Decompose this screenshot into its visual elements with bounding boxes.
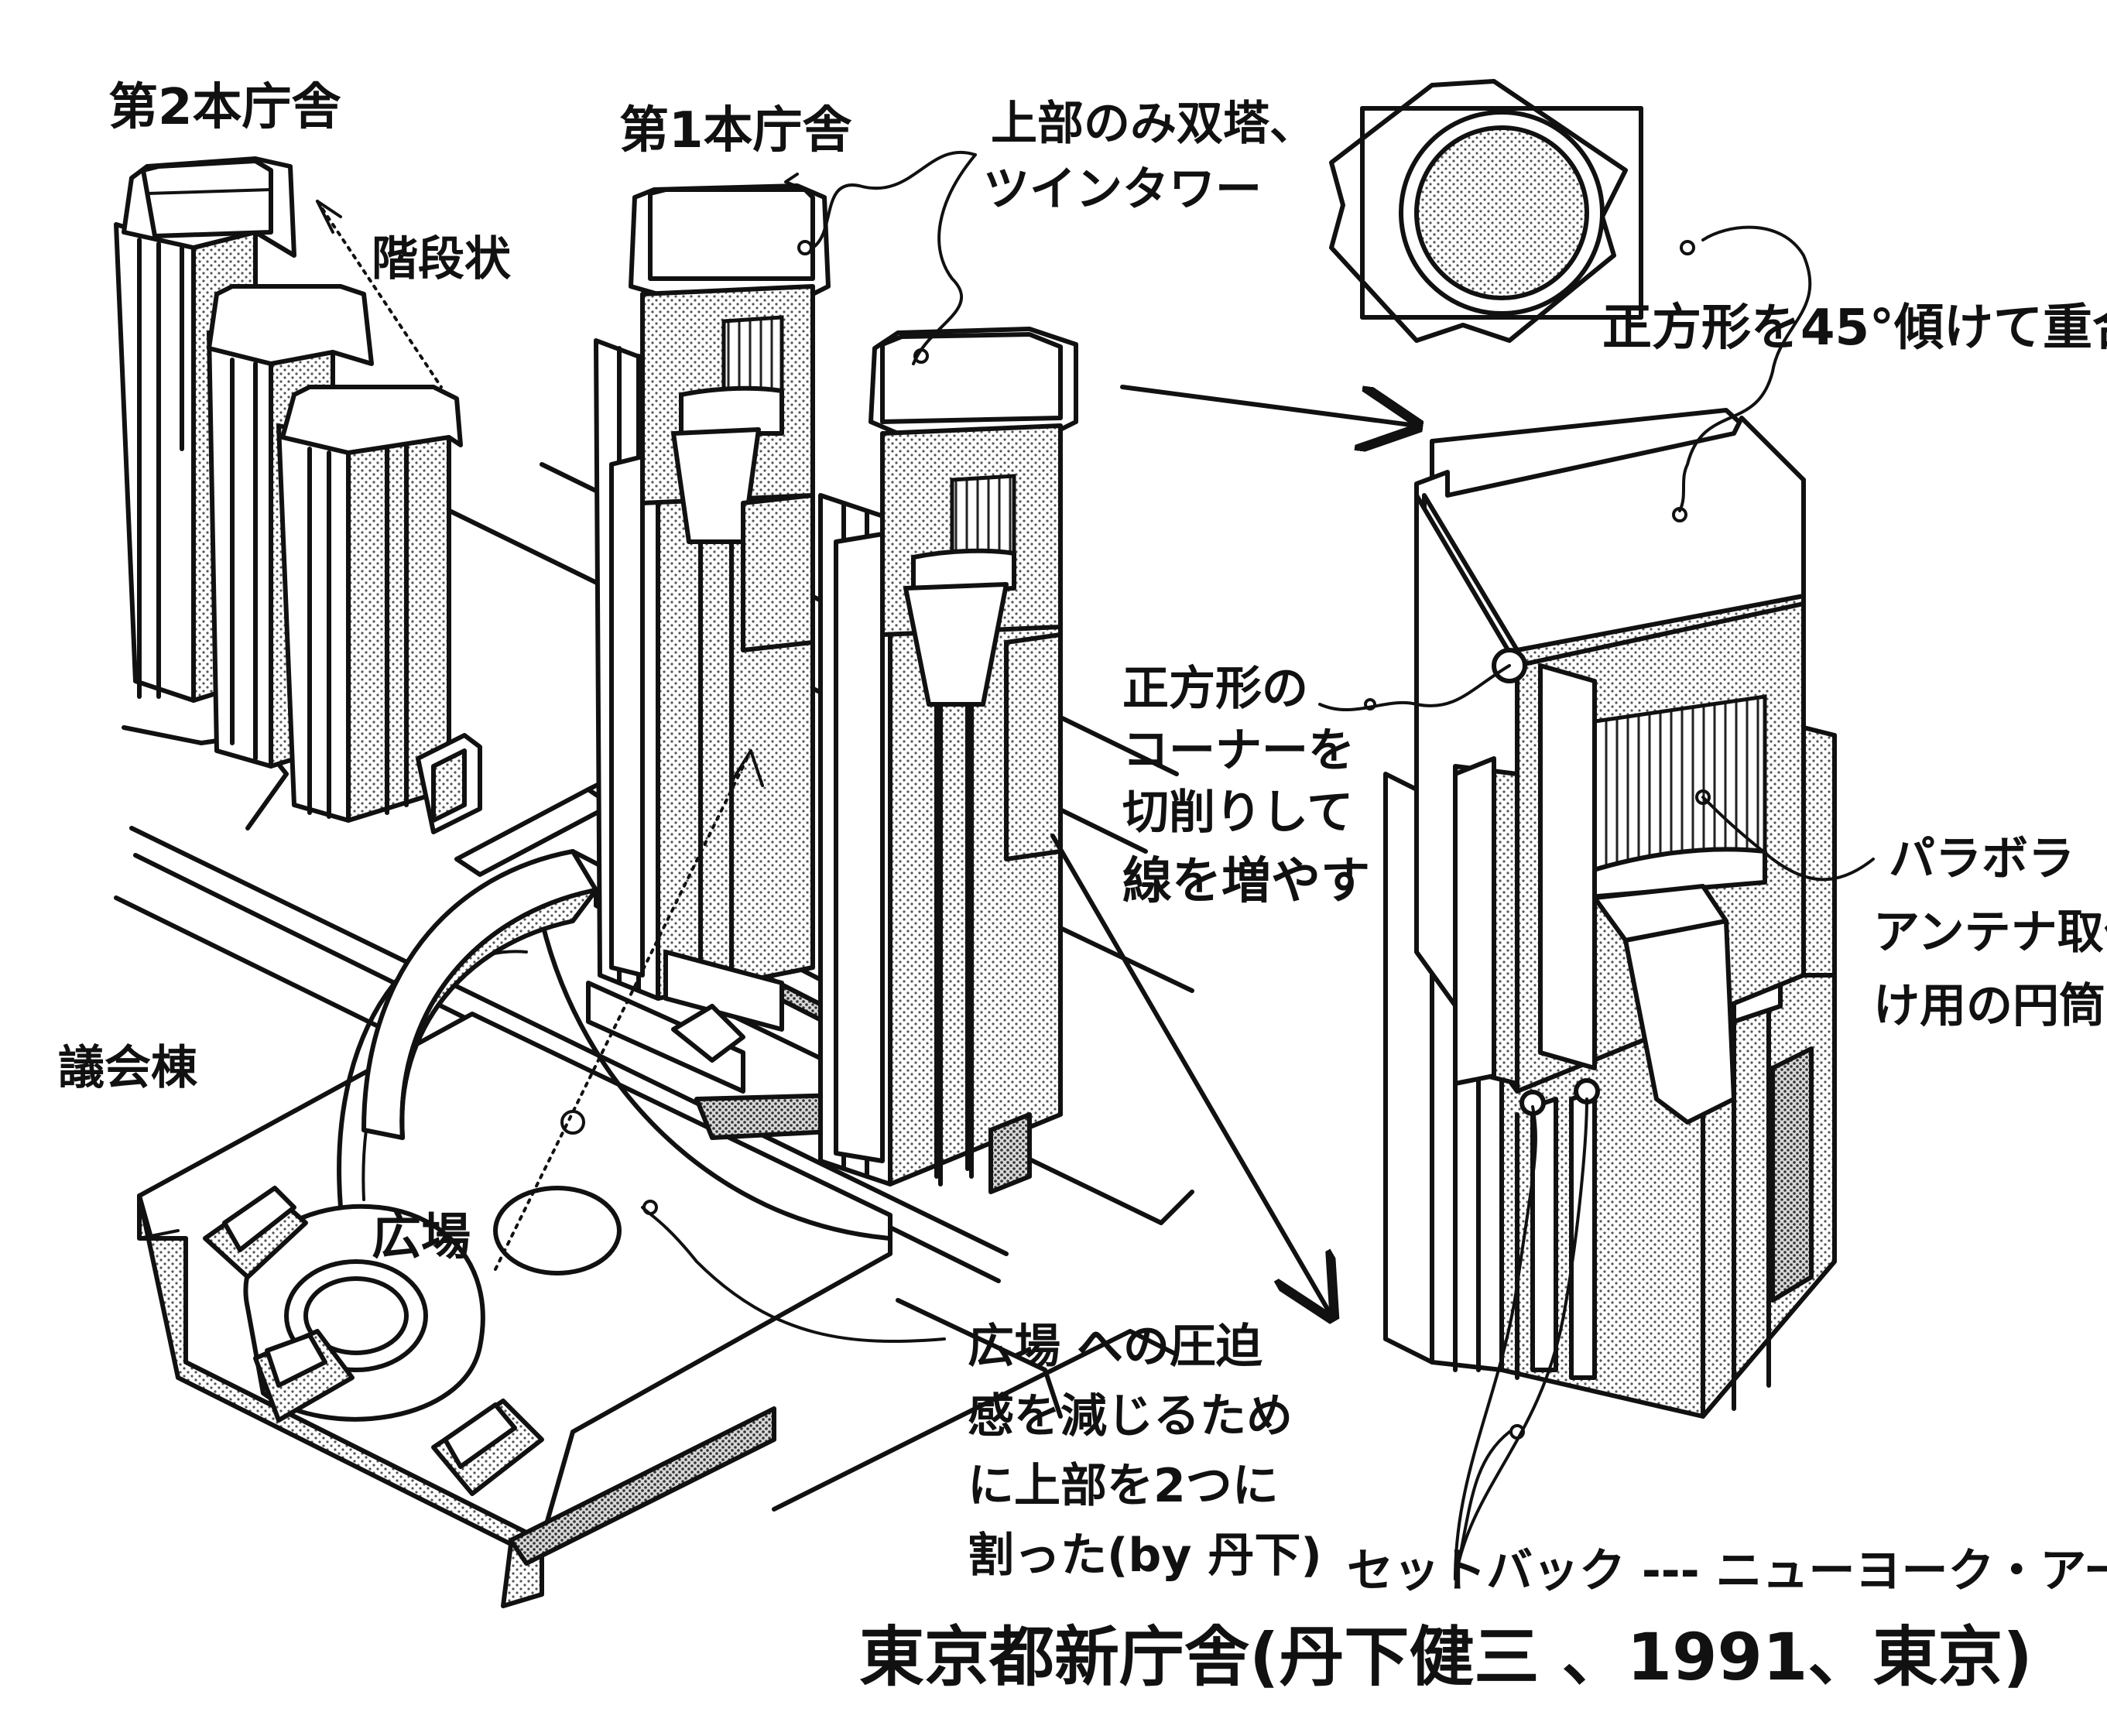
plan-diagram bbox=[1329, 79, 1643, 343]
label-stepped: 階段状 bbox=[372, 232, 512, 286]
label-square45: 正方形を45°傾けて重合 bbox=[1602, 300, 2107, 357]
label-plaza: 広場 bbox=[372, 1209, 471, 1266]
label-title: 東京都新庁舎(丹下健三 、1991、東京) bbox=[859, 1619, 2033, 1695]
label-parabola-line1: パラボラ bbox=[1889, 832, 2074, 886]
label-parabola-line3: け用の円筒 bbox=[1873, 979, 2105, 1033]
label-corner-line4: 線を増やす bbox=[1122, 853, 1370, 910]
first-tower bbox=[586, 173, 1078, 1194]
label-assembly: 議会棟 bbox=[58, 1041, 198, 1095]
second-tower bbox=[114, 156, 482, 834]
label-corner-line2: コーナーを bbox=[1122, 724, 1355, 778]
label-corner-line3: 切削りして bbox=[1122, 786, 1353, 840]
label-first-tower: 第1本庁舎 bbox=[619, 102, 852, 159]
labels: 第2本庁舎 第1本庁舎 階段状 上部のみ双塔、 ツインタワー 正方形を45°傾け… bbox=[58, 79, 2107, 1695]
detail-tower bbox=[1383, 408, 1837, 1419]
label-second-tower: 第2本庁舎 bbox=[108, 79, 341, 136]
label-twin-line2: ツインタワー bbox=[983, 163, 1262, 217]
leader-lines bbox=[316, 150, 1875, 1580]
label-parabola-line2: アンテナ取付 bbox=[1873, 906, 2107, 960]
label-twin-line1: 上部のみ双塔、 bbox=[991, 97, 1316, 151]
label-plaza-note-line4: 割った(by 丹下) bbox=[968, 1529, 1322, 1583]
label-plaza-note-line2: 感を減じるため bbox=[968, 1389, 1293, 1443]
assembly-building bbox=[137, 917, 892, 1608]
label-plaza-note-line1: 広場 への圧迫 bbox=[968, 1320, 1262, 1374]
label-plaza-note-line3: に上部を2つに bbox=[968, 1459, 1279, 1513]
label-setback: セットバック ‐‐‐ ニューヨーク・アール・デコ風 bbox=[1347, 1544, 2107, 1598]
label-corner-line1: 正方形の bbox=[1122, 662, 1308, 716]
